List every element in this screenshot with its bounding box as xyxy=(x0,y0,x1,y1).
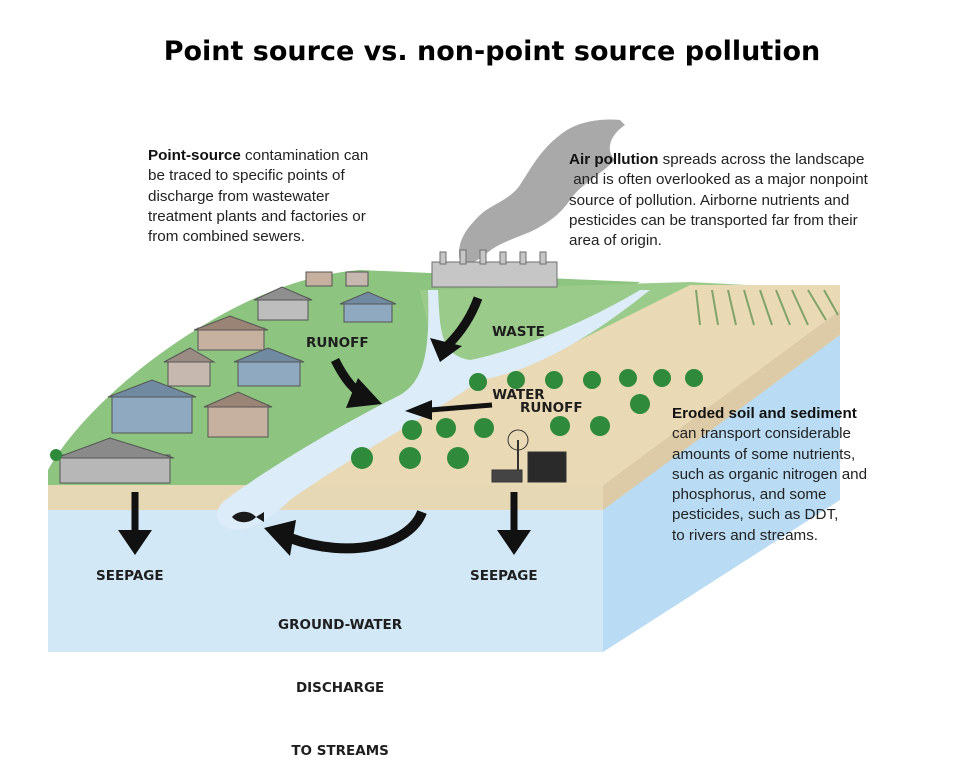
factory xyxy=(431,249,558,288)
smoke-plume xyxy=(459,119,625,265)
groundwater-label: GROUND-WATER DISCHARGE TO STREAMS xyxy=(278,573,402,783)
air-pollution-line5: area of origin. xyxy=(569,232,662,250)
air-pollution-lead: Air pollution xyxy=(569,151,659,168)
waste-water-label: WASTE WATER xyxy=(492,280,545,427)
eroded-soil-line4: such as organic nitrogen and xyxy=(672,465,868,483)
air-pollution-line3: source of pollution. Airborne nutrients … xyxy=(569,191,850,209)
point-source-line1: contamination can xyxy=(240,147,369,164)
seepage-left-label: SEEPAGE xyxy=(96,568,164,584)
houses xyxy=(55,271,397,484)
eroded-soil-text: Eroded soil and sediment can transport c… xyxy=(672,404,867,546)
air-pollution-line1: spreads across the landscape xyxy=(658,151,865,168)
seepage-right-label: SEEPAGE xyxy=(470,568,538,584)
eroded-soil-line5: phosphorus, and some xyxy=(672,486,827,504)
runoff-right-arrow xyxy=(429,402,493,413)
farm xyxy=(491,429,567,483)
eroded-soil-line7: to rivers and streams. xyxy=(672,526,819,544)
fish-icon xyxy=(232,511,264,523)
point-source-line5: from combined sewers. xyxy=(148,228,305,246)
eroded-soil-line2: can transport considerable xyxy=(672,425,851,443)
groundwater-label-line1: GROUND-WATER xyxy=(278,617,403,633)
soil-strip xyxy=(48,485,603,510)
runoff-left-label: RUNOFF xyxy=(306,335,369,351)
runoff-right-label: RUNOFF xyxy=(520,400,583,416)
eroded-soil-lead: Eroded soil and sediment xyxy=(672,405,857,422)
air-pollution-line2: and is often overlooked as a major nonpo… xyxy=(569,171,868,189)
point-source-text: Point-source contamination can be traced… xyxy=(148,146,368,247)
groundwater-label-line3: TO STREAMS xyxy=(291,743,389,759)
groundwater-arrow xyxy=(288,509,427,554)
orchard-trees xyxy=(50,369,703,469)
farm-field xyxy=(300,285,840,485)
air-pollution-line4: pesticides can be transported far from t… xyxy=(569,211,858,229)
page-title: Point source vs. non-point source pollut… xyxy=(163,36,821,67)
groundwater-side-face xyxy=(603,335,840,652)
wastewater-arrow xyxy=(444,296,483,349)
arrows xyxy=(118,296,531,556)
pollution-diagram xyxy=(48,119,840,652)
point-source-line3: discharge from wastewater xyxy=(148,187,330,205)
point-source-lead: Point-source xyxy=(148,147,241,164)
groundwater-label-line2: DISCHARGE xyxy=(295,680,385,696)
point-source-line2: be traced to specific points of xyxy=(148,167,345,185)
groundwater-front-face xyxy=(48,505,603,652)
eroded-soil-line6: pesticides, such as DDT, xyxy=(672,506,839,524)
air-pollution-text: Air pollution spreads across the landsca… xyxy=(569,150,868,251)
waste-water-label-line1: WASTE xyxy=(492,324,545,340)
crop-rows xyxy=(695,289,839,326)
eroded-soil-line3: amounts of some nutrients, xyxy=(672,445,856,463)
soil-strip-side xyxy=(603,310,840,510)
waste-water-label-line2: WATER xyxy=(492,387,545,403)
point-source-line4: treatment plants and factories or xyxy=(148,207,366,225)
